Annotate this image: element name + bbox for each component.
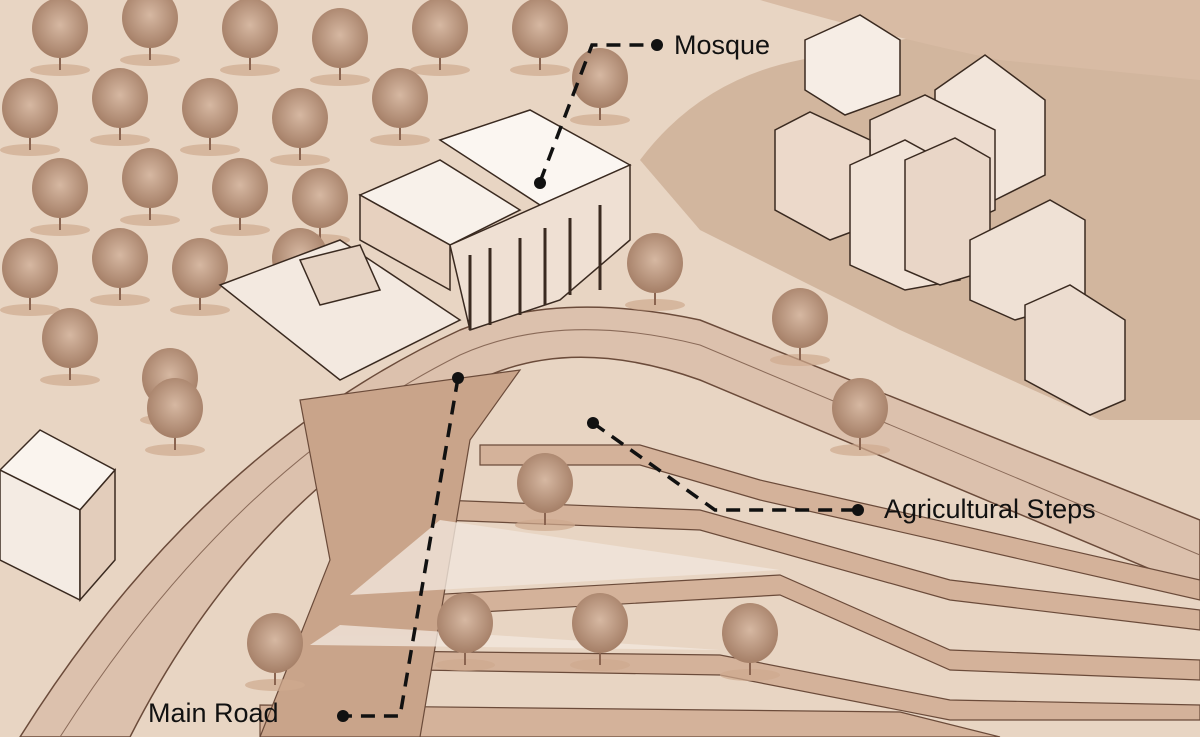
leader-dots [337,39,864,722]
main-road-label: Main Road [148,698,279,728]
mosque-label: Mosque [674,30,771,60]
agricultural-steps-label: Agricultural Steps [884,494,1096,524]
mosque-building [218,109,632,381]
mosque-leader-line [538,43,655,183]
road-centerline [59,329,1200,737]
hill-top [760,0,1200,80]
main-road-leader-line [343,377,460,718]
leader-lines [343,43,858,718]
agricultural-steps-leader-line [591,421,858,512]
left-house [0,429,117,602]
village-blocks [774,14,1126,416]
